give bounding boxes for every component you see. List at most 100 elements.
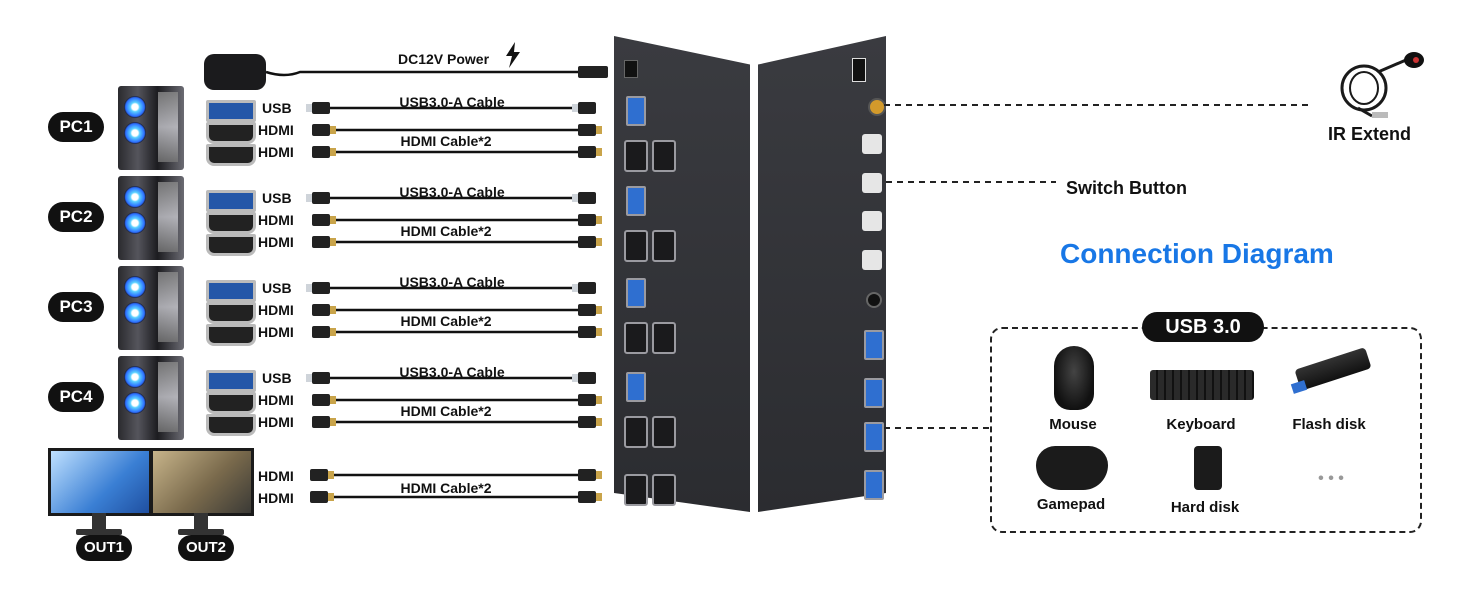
kvm-back-hdmi-4b xyxy=(652,416,676,448)
kvm-pc3-button[interactable] xyxy=(862,173,882,193)
pc4-port-label-hdmi-2: HDMI xyxy=(258,414,294,430)
monitor-out1-stand xyxy=(92,513,106,531)
pc4-cable-1-right-connector xyxy=(572,372,596,384)
pc2-usb-port xyxy=(206,190,256,212)
monitor-out2 xyxy=(150,448,254,516)
pc1-port-label-usb: USB xyxy=(262,100,292,116)
pc1-cable-2-right-connector xyxy=(578,124,602,136)
pc2-cable-1-right-connector xyxy=(572,192,596,204)
pc3-usb-cable-label: USB3.0-A Cable xyxy=(399,274,505,290)
kvm-back-hdmi-3a xyxy=(624,322,648,354)
pc3-port-label-usb: USB xyxy=(262,280,292,296)
ir-extend-label: IR Extend xyxy=(1328,124,1412,144)
kvm-front-usb-2 xyxy=(864,422,884,452)
pc2-cable-2-left-connector xyxy=(312,214,336,226)
pc2-port-label-usb: USB xyxy=(262,190,292,206)
kvm-back-hdmi-3b xyxy=(652,322,676,354)
pc3-hdmi-port-2 xyxy=(206,324,256,346)
device-label-mouse: Mouse xyxy=(1049,416,1097,433)
pc4-tower xyxy=(118,356,184,440)
gamepad-icon xyxy=(1036,446,1108,490)
out1-badge: OUT1 xyxy=(76,535,132,561)
diagram-title: Connection Diagram xyxy=(1060,238,1334,269)
pc4-hdmi-cable-label: HDMI Cable*2 xyxy=(400,403,492,419)
kvm-back-hdmi-1a xyxy=(624,140,648,172)
kvm-pc4-button[interactable] xyxy=(862,134,882,154)
pc1-hdmi-port-1 xyxy=(206,122,256,144)
pc4-port-label-usb: USB xyxy=(262,370,292,386)
kvm-pc2-button[interactable] xyxy=(862,211,882,231)
out-conn-left-2 xyxy=(310,491,334,503)
pc3-cable-3-left-connector xyxy=(312,326,336,338)
kvm-back-usb-4 xyxy=(626,372,646,402)
power-adapter xyxy=(204,54,266,90)
pc3-hdmi-port-1 xyxy=(206,302,256,324)
pc4-cable-1-left-connector xyxy=(306,372,330,384)
pc4-cable-2-right-connector xyxy=(578,394,602,406)
pc1-cable-1-right-connector xyxy=(572,102,596,114)
pc3-cable-2-left-connector xyxy=(312,304,336,316)
pc1-port-label-hdmi-1: HDMI xyxy=(258,122,294,138)
pc2-cable-3-right-connector xyxy=(578,236,602,248)
kvm-back-hdmi-out-2 xyxy=(652,474,676,506)
mouse-icon xyxy=(1054,346,1094,410)
kvm-back-usb-3 xyxy=(626,278,646,308)
pc1-hdmi-port-2 xyxy=(206,144,256,166)
pc3-port-label-hdmi-2: HDMI xyxy=(258,324,294,340)
pc1-tower xyxy=(118,86,184,170)
pc2-tower xyxy=(118,176,184,260)
switch-button-label: Switch Button xyxy=(1066,178,1187,198)
pc1-usb-port xyxy=(206,100,256,122)
pc1-cable-3-right-connector xyxy=(578,146,602,158)
pc2-cable-2-right-connector xyxy=(578,214,602,226)
power-plug xyxy=(578,66,608,78)
kvm-front-usb-1 xyxy=(864,470,884,500)
pc3-badge: PC3 xyxy=(48,292,104,322)
ir-extend-cable-icon xyxy=(1340,52,1424,118)
pc4-badge: PC4 xyxy=(48,382,104,412)
pc1-cable-1-left-connector xyxy=(306,102,330,114)
pc3-cable-2-right-connector xyxy=(578,304,602,316)
pc4-cable-3-left-connector xyxy=(312,416,336,428)
out-cable-label: HDMI Cable*2 xyxy=(400,480,492,496)
kvm-back-hdmi-out-1 xyxy=(624,474,648,506)
hard-disk-icon xyxy=(1194,446,1222,490)
keyboard-icon xyxy=(1150,370,1254,400)
pc2-hdmi-cable-label: HDMI Cable*2 xyxy=(400,223,492,239)
pc4-hdmi-port-2 xyxy=(206,414,256,436)
kvm-back-hdmi-1b xyxy=(652,140,676,172)
pc1-usb-cable-label: USB3.0-A Cable xyxy=(399,94,505,110)
pc3-cable-1-left-connector xyxy=(306,282,330,294)
pc2-hdmi-port-1 xyxy=(206,212,256,234)
device-label-gamepad: Gamepad xyxy=(1036,496,1106,513)
kvm-back-hdmi-2a xyxy=(624,230,648,262)
monitor-out2-base xyxy=(178,529,224,535)
pc2-port-label-hdmi-1: HDMI xyxy=(258,212,294,228)
out-conn-left-1 xyxy=(310,469,334,481)
kvm-back-power-switch xyxy=(624,60,638,78)
pc2-badge: PC2 xyxy=(48,202,104,232)
lightning-icon xyxy=(506,42,520,68)
kvm-back-usb-1 xyxy=(626,96,646,126)
pc4-usb-cable-label: USB3.0-A Cable xyxy=(399,364,505,380)
kvm-back-hdmi-2b xyxy=(652,230,676,262)
pc3-cable-1-right-connector xyxy=(572,282,596,294)
more-devices: • • • xyxy=(1318,470,1344,487)
monitor-out1-base xyxy=(76,529,122,535)
out-conn-right-1 xyxy=(578,469,602,481)
monitor-out2-stand xyxy=(194,513,208,531)
pc1-cable-3-left-connector xyxy=(312,146,336,158)
pc1-hdmi-cable-label: HDMI Cable*2 xyxy=(400,133,492,149)
device-label-keyboard: Keyboard xyxy=(1166,416,1236,433)
pc3-tower xyxy=(118,266,184,350)
kvm-power-switch xyxy=(852,58,866,82)
kvm-back-hdmi-4a xyxy=(624,416,648,448)
kvm-pc1-button[interactable] xyxy=(862,250,882,270)
pc1-port-label-hdmi-2: HDMI xyxy=(258,144,294,160)
out-port-label-1: HDMI xyxy=(258,468,294,484)
pc2-port-label-hdmi-2: HDMI xyxy=(258,234,294,250)
kvm-front-usb-4 xyxy=(864,330,884,360)
